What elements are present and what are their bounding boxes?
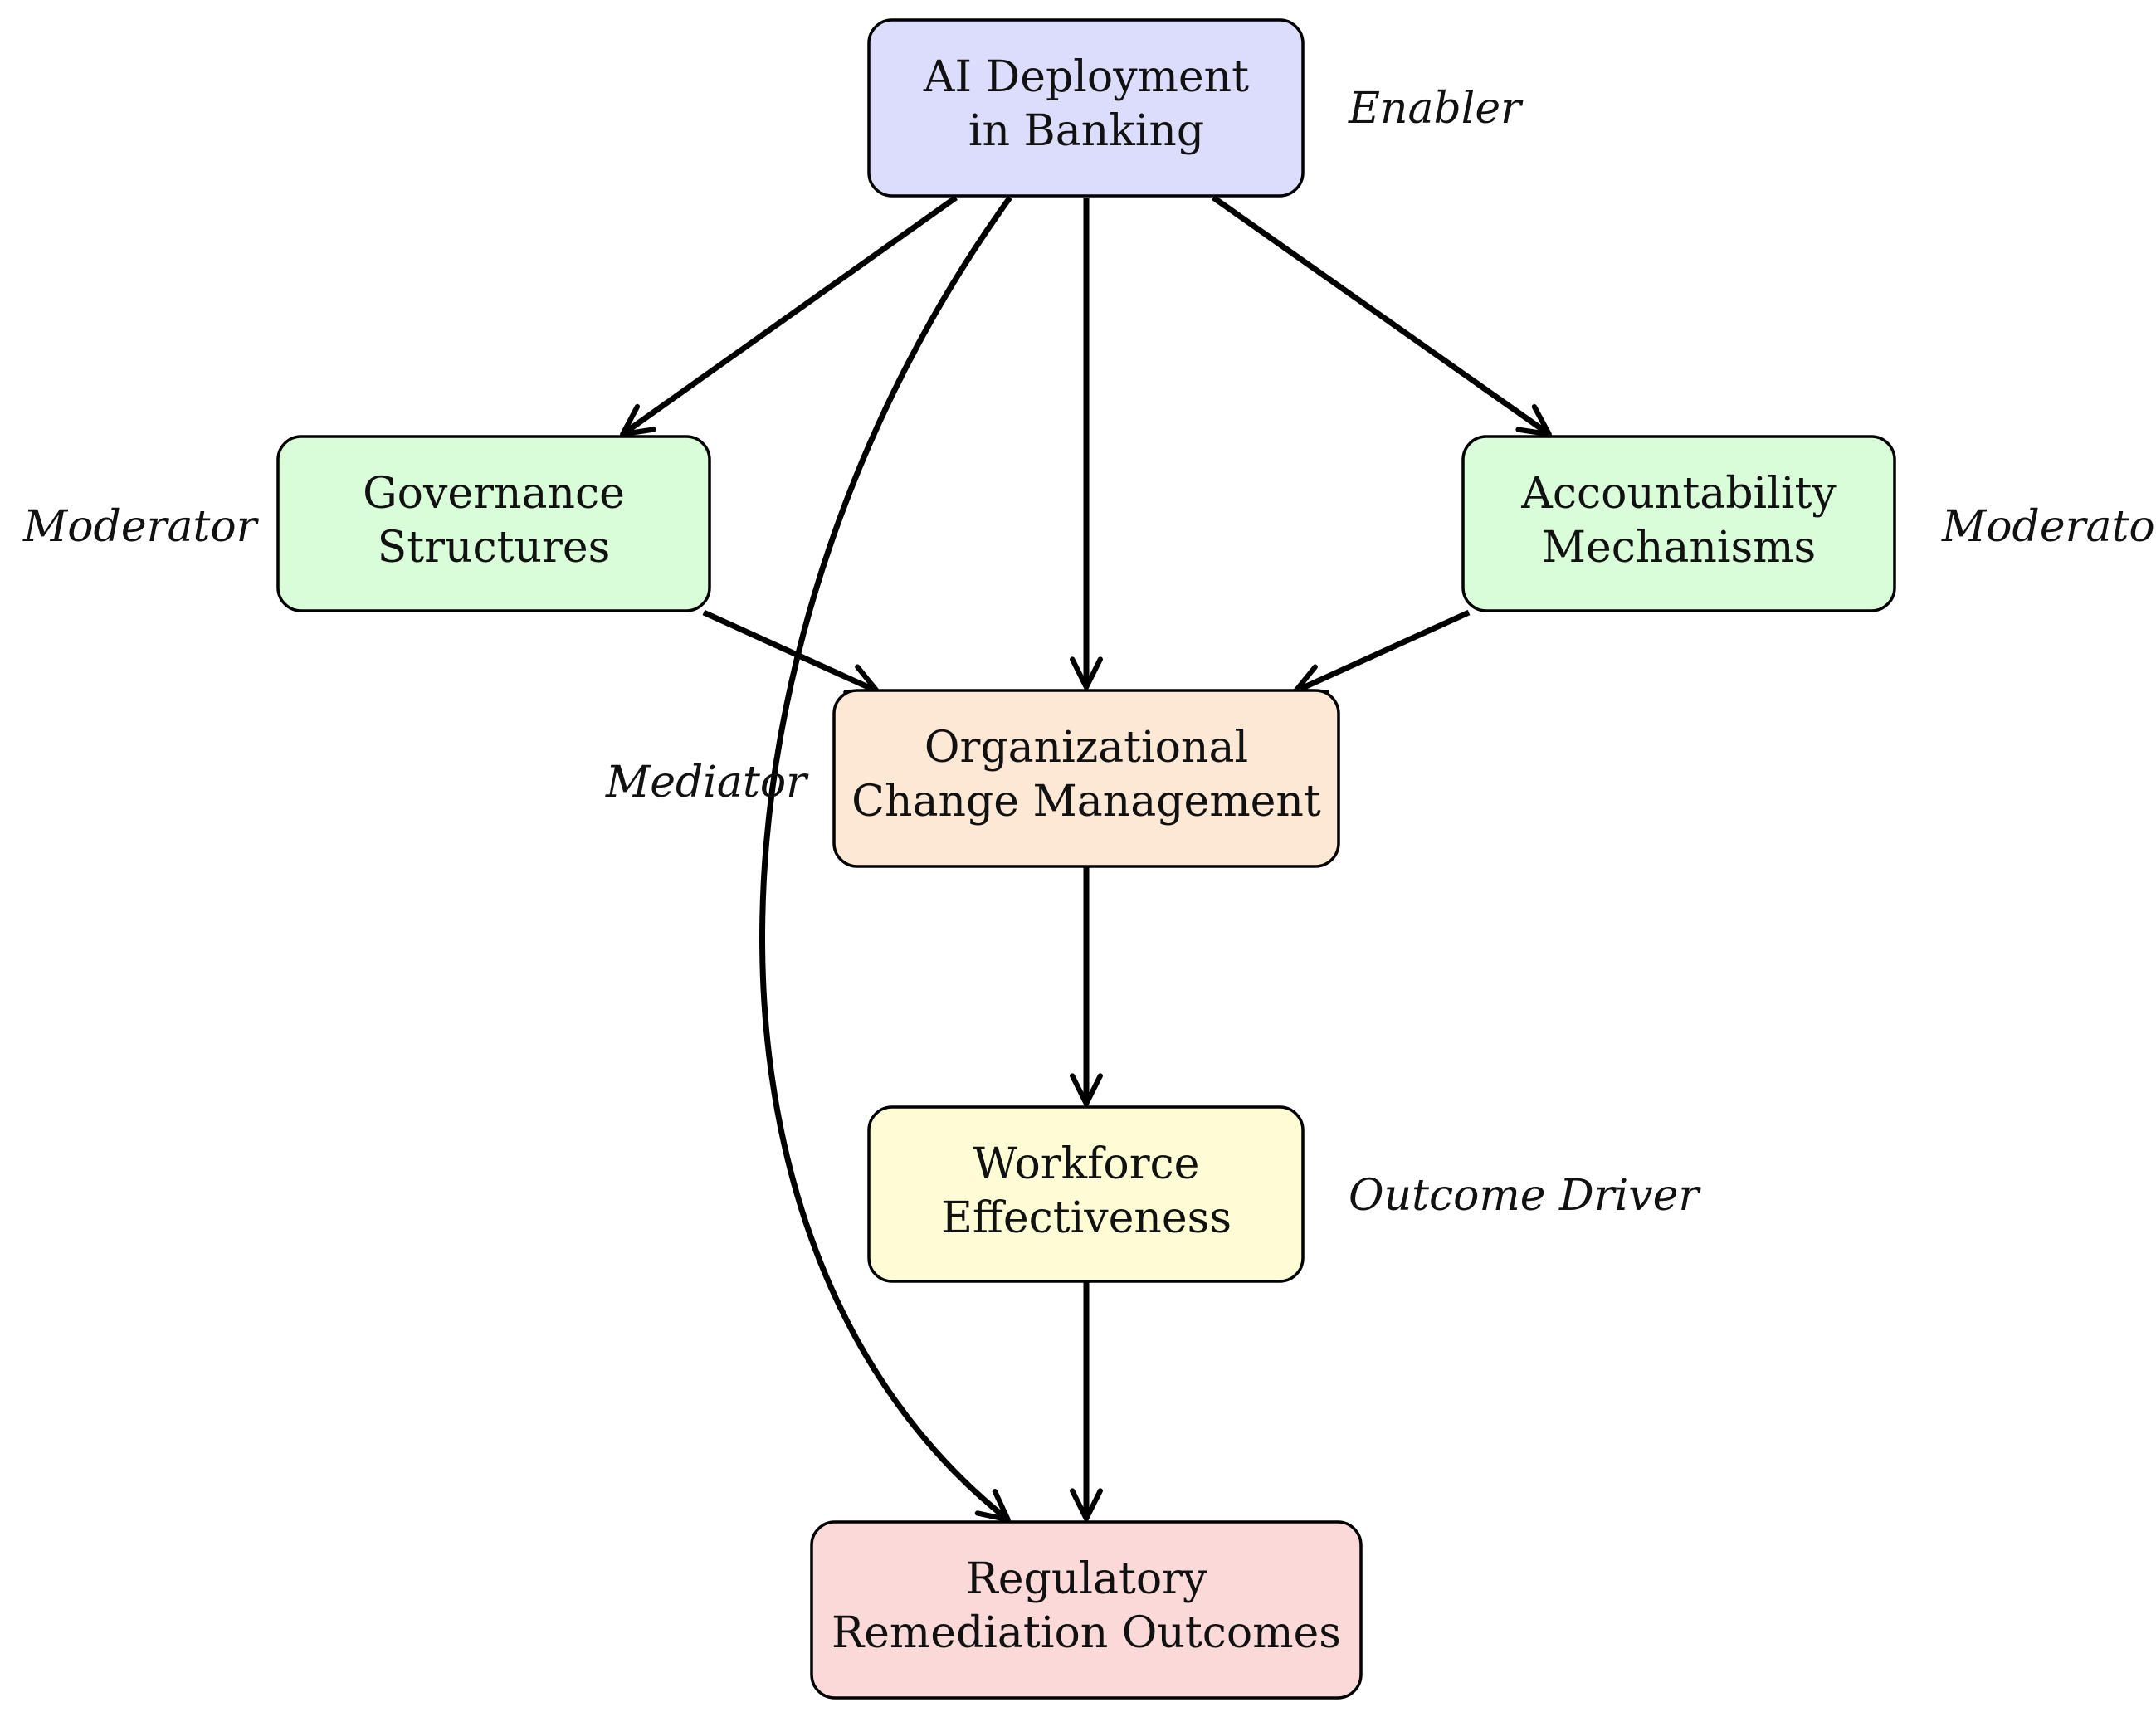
node-organizational-change-management: Organizational Change Management [832, 689, 1340, 868]
role-label-moderator-left: Moderator [22, 502, 260, 552]
edge-governance-to-ocm [702, 609, 880, 695]
role-labels: Enabler Moderator Moderator Mediator Out… [22, 84, 2156, 1221]
node-box [276, 435, 711, 612]
node-label-line2: in Banking [968, 106, 1204, 156]
node-label-line2: Remediation Outcomes [832, 1608, 1341, 1658]
edge-ai-to-accountability [1211, 195, 1552, 437]
node-label-line2: Mechanisms [1542, 523, 1816, 573]
role-label-enabler: Enabler [1348, 84, 1524, 134]
node-governance-structures: Governance Structures [276, 435, 711, 612]
node-label-line1: AI Deployment [923, 52, 1249, 102]
role-label-outcome-driver: Outcome Driver [1349, 1171, 1701, 1221]
node-box [1461, 435, 1896, 612]
edge-ai-to-governance [620, 195, 958, 437]
node-regulatory-remediation-outcomes: Regulatory Remediation Outcomes [810, 1520, 1363, 1700]
node-label-line1: Regulatory [966, 1554, 1207, 1604]
node-box [832, 689, 1340, 868]
node-label-line2: Structures [378, 523, 611, 573]
node-label-line2: Change Management [851, 777, 1321, 827]
node-label-line1: Workforce [973, 1139, 1200, 1189]
node-workforce-effectiveness: Workforce Effectiveness [867, 1105, 1305, 1283]
role-label-moderator-right: Moderator [1941, 502, 2156, 552]
node-label-line1: Governance [363, 469, 625, 519]
node-box [867, 18, 1305, 198]
role-label-mediator: Mediator [605, 758, 809, 807]
node-accountability-mechanisms: Accountability Mechanisms [1461, 435, 1896, 612]
edge-ai-to-regulatory [759, 195, 1012, 1523]
edge-accountability-to-ocm [1292, 609, 1471, 695]
edges [620, 195, 1552, 1523]
node-box [867, 1105, 1305, 1283]
node-label-line2: Effectiveness [941, 1193, 1232, 1243]
node-box [810, 1520, 1363, 1700]
node-label-line1: Organizational [924, 723, 1248, 773]
node-label-line1: Accountability [1520, 469, 1837, 519]
node-ai-deployment: AI Deployment in Banking [867, 18, 1305, 198]
